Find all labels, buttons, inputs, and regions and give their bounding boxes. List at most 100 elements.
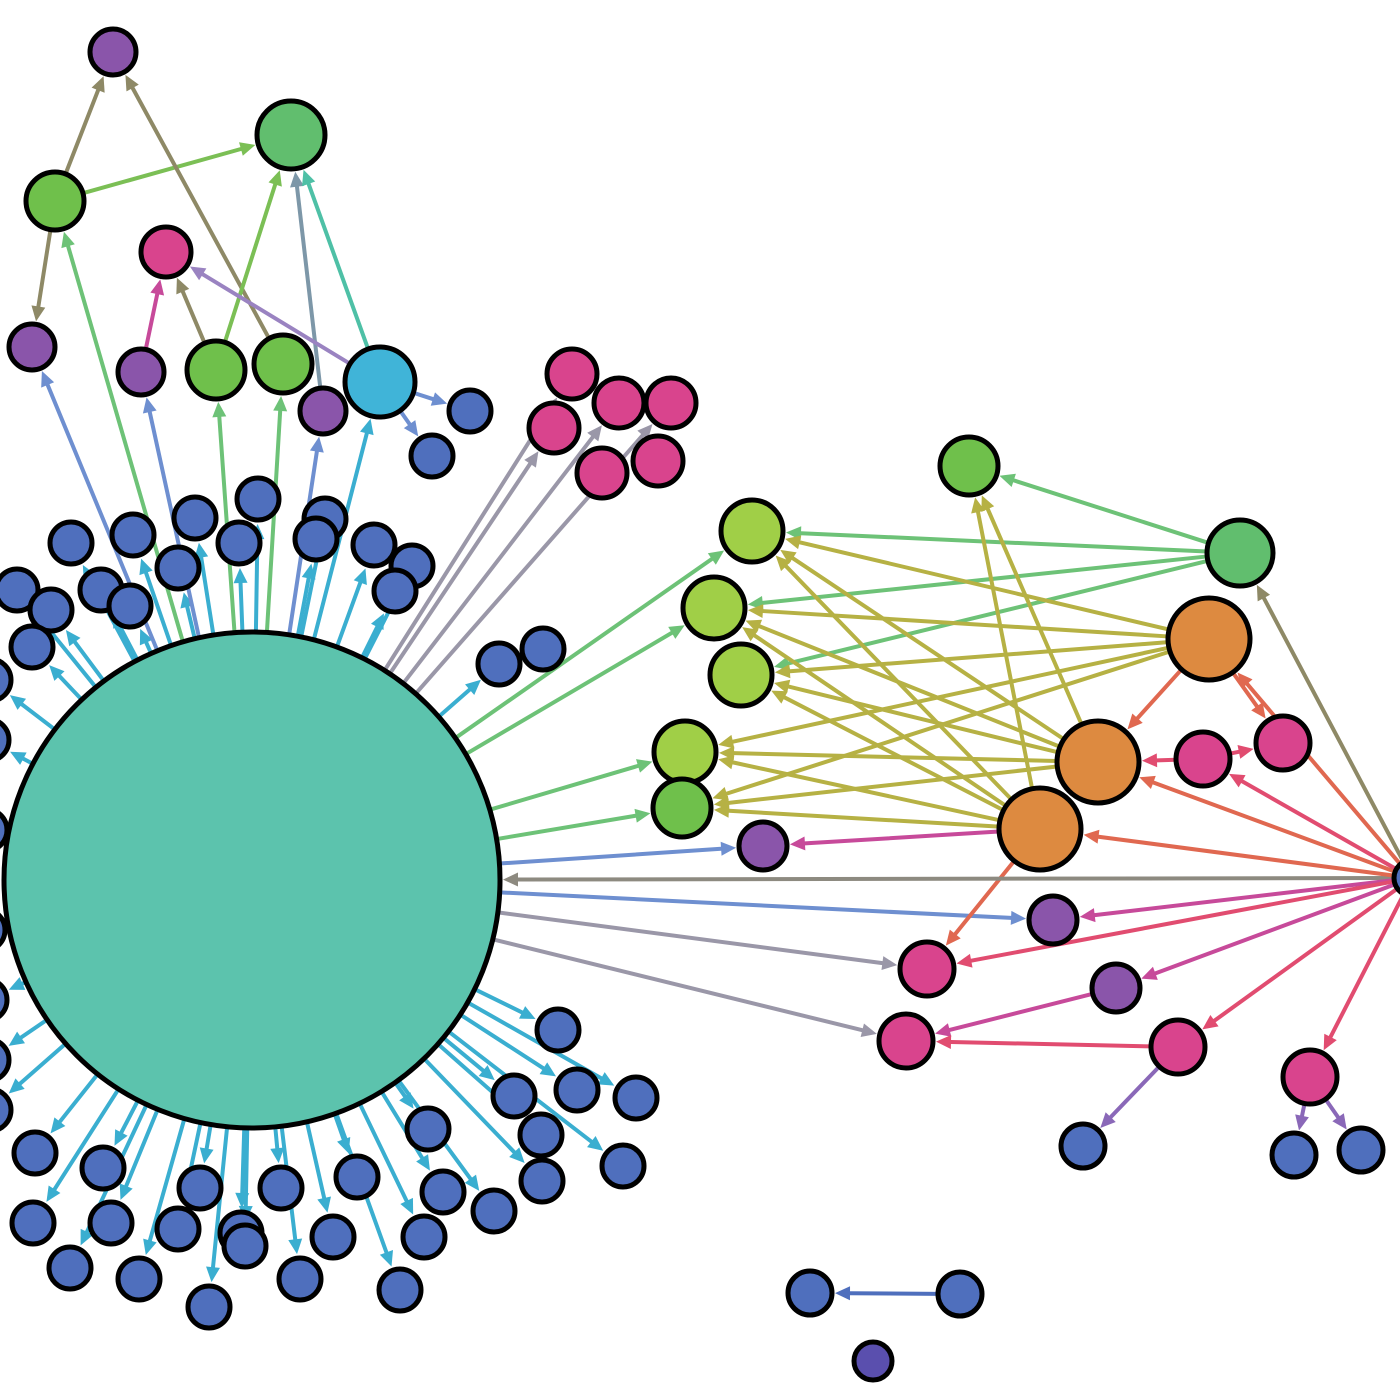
leaf-node-42[interactable] [221,1222,269,1270]
leaf-node-25[interactable] [176,1164,224,1212]
leaf-node-31[interactable] [517,1111,565,1159]
leaf-node-8[interactable] [350,521,398,569]
leaf-node-11[interactable] [0,566,41,614]
node-orange-3[interactable] [996,785,1084,873]
leaf-node-38[interactable] [9,1199,57,1247]
edge-orange-3-to-center-purple [802,829,1002,846]
node-lower-purple-a[interactable] [1026,893,1080,947]
node-mid-green-b[interactable] [251,332,315,396]
node-lime-4[interactable] [651,718,719,786]
edge-top-green-left-to-top-green-large [80,147,243,196]
leaf-node-22[interactable] [0,1088,14,1132]
leaf-node-24[interactable] [79,1144,127,1192]
node-lower-blue-b[interactable] [1269,1130,1319,1180]
leaf-node-26[interactable] [257,1164,305,1212]
node-left-purple[interactable] [6,321,58,373]
node-bottom-blue-a[interactable] [785,1268,835,1318]
leaf-node-37[interactable] [404,1105,452,1153]
edge-mid-green-a-to-top-pink-arrowhead [176,277,190,295]
leaf-node-28[interactable] [419,1168,467,1216]
node-center-purple[interactable] [736,819,790,873]
leaf-node-49[interactable] [185,1283,233,1331]
node-lime-2[interactable] [680,574,748,642]
leaf-node-10[interactable] [371,567,419,615]
node-cyan-child-a[interactable] [446,387,494,435]
node-pink-cluster-3[interactable] [643,375,699,431]
leaf-node-36[interactable] [534,1006,582,1054]
node-lower-pink-b[interactable] [876,1011,936,1071]
leaf-node-20[interactable] [0,979,10,1021]
node-bottom-blue-b[interactable] [935,1269,985,1319]
node-pink-cluster-2[interactable] [591,375,647,431]
edge-top-green-left-to-top-purple-arrowhead [91,76,105,93]
node-top-green-large[interactable] [254,98,328,172]
leaf-node-39[interactable] [87,1199,135,1247]
node-pink-cluster-4[interactable] [526,400,582,456]
leaf-node-6[interactable] [215,519,263,567]
leaf-node-46[interactable] [115,1255,163,1303]
node-orange-2[interactable] [1054,718,1142,806]
leaf-node-35[interactable] [599,1142,647,1190]
node-mid-purple-a[interactable] [115,346,167,398]
leaf-node-12[interactable] [27,586,75,634]
node-pink-cluster-6[interactable] [630,433,686,489]
node-top-purple[interactable] [87,26,139,78]
node-cyan-node[interactable] [342,344,418,420]
leaf-node-32[interactable] [490,1072,538,1120]
node-lower-pink-a[interactable] [897,939,957,999]
node-lower-pink-c[interactable] [1148,1017,1208,1077]
node-lower-blue-a[interactable] [1058,1121,1108,1171]
node-cyan-child-b[interactable] [408,432,456,480]
edge-orange-3-to-lime-2-arrowhead [742,627,759,642]
leaf-node-34[interactable] [612,1074,660,1122]
node-right-pink-a[interactable] [1173,729,1233,789]
node-offscreen-right[interactable] [1391,860,1400,896]
node-top-pink[interactable] [138,224,194,280]
edge-hub-to-lime-4 [487,763,641,812]
edge-hub-to-mid-purple-b-arrowhead [309,436,324,453]
leaf-node-44[interactable] [400,1213,448,1261]
node-hub[interactable] [1,629,503,1131]
leaf-node-15[interactable] [8,623,56,671]
node-pink-cluster-1[interactable] [544,346,600,402]
leaf-node-27[interactable] [333,1153,381,1201]
leaf-node-40[interactable] [154,1205,202,1253]
leaf-node-47[interactable] [276,1255,324,1303]
edge-lower-pink-d-to-lower-blue-c-arrowhead [1332,1113,1347,1130]
leaf-node-23[interactable] [11,1129,59,1177]
node-lower-purple-b[interactable] [1089,961,1143,1015]
leaf-node-21[interactable] [0,1039,12,1081]
leaf-node-2[interactable] [171,494,219,542]
node-mid-green-a[interactable] [184,338,248,402]
node-lower-pink-d[interactable] [1280,1047,1340,1107]
leaf-node-19[interactable] [0,909,8,951]
leaf-node-48[interactable] [376,1266,424,1314]
leaf-node-17[interactable] [0,719,12,761]
leaf-node-3[interactable] [234,475,282,523]
node-mid-purple-b[interactable] [297,385,349,437]
node-bottom-indigo[interactable] [851,1339,895,1383]
node-right-pink-b[interactable] [1253,713,1313,773]
leaf-node-33[interactable] [553,1066,601,1114]
node-top-green-left[interactable] [23,169,87,233]
leaf-node-5[interactable] [154,544,202,592]
leaf-node-45[interactable] [46,1244,94,1292]
node-orange-1[interactable] [1165,595,1253,683]
leaf-node-29[interactable] [470,1187,518,1235]
leaf-node-0[interactable] [47,519,95,567]
node-blue-pair-a[interactable] [475,640,523,688]
leaf-node-30[interactable] [518,1157,566,1205]
leaf-node-7[interactable] [292,515,340,563]
node-right-green-large[interactable] [1204,517,1276,589]
leaf-node-1[interactable] [109,511,157,559]
node-lime-1[interactable] [718,497,786,565]
node-lower-blue-c[interactable] [1336,1125,1386,1175]
node-right-green-top[interactable] [937,434,1001,498]
leaf-node-14[interactable] [106,582,154,630]
leaf-node-43[interactable] [309,1213,357,1261]
node-pink-cluster-5[interactable] [574,445,630,501]
node-blue-pair-b[interactable] [519,625,567,673]
node-lime-3[interactable] [707,641,775,709]
node-green-5[interactable] [650,776,714,840]
leaf-node-16[interactable] [0,658,14,702]
